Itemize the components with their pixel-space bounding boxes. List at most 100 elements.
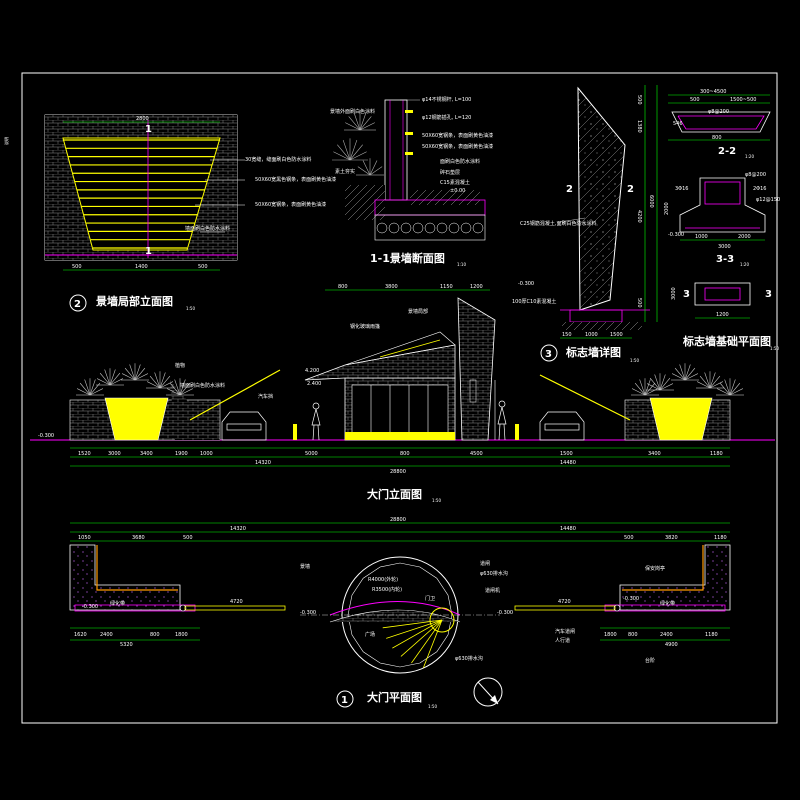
ge-dim-mid: 4500: [470, 451, 483, 457]
ge-note-2: 景墙局部: [408, 308, 428, 315]
plant-leaf: [349, 151, 367, 161]
gp-dim-arm-r: 4720: [558, 599, 571, 605]
plant-leaf: [719, 382, 731, 396]
title-foundation-scale: 1:50: [770, 346, 779, 351]
gate-elevation-view: 800 3800 1150 1200: [30, 284, 775, 503]
ge-note-0: 墙面刷白色防水涂料: [180, 382, 225, 389]
plant-leaf: [159, 372, 166, 389]
plant-leaf: [684, 364, 691, 381]
plant-leaf: [134, 367, 146, 381]
plant-leaf: [699, 375, 711, 389]
plant-leaf: [134, 373, 149, 381]
title-wall-elevation: 景墙局部立面图: [95, 294, 173, 308]
plant-leaf: [159, 381, 174, 389]
plant-leaf: [121, 373, 136, 381]
ge-dim-mid: 1900: [175, 451, 188, 457]
plant-leaf: [79, 382, 91, 396]
sign-note-c25: C25钢筋混凝土,面刷白色防水涂料: [520, 220, 596, 227]
title-sec33-scale: 1:20: [740, 262, 749, 267]
title-sec33: 3-3: [716, 254, 734, 265]
gp-dim-bottom: 1620: [74, 632, 87, 638]
gp-dimtop-2: 1050: [78, 535, 91, 541]
gp-note-10: 景墙: [300, 563, 310, 570]
gp-dimtop-7: 1180: [714, 535, 727, 541]
sec33-rebar-2: 2Φ16: [753, 186, 766, 192]
sec-note-1: φ12钢筋插孔, L=120: [422, 114, 471, 121]
plant-leaf: [345, 122, 361, 131]
plant-leaf: [359, 116, 372, 131]
ge-dimtop-3: 1200: [470, 284, 483, 290]
gp-lower-1: 4900: [665, 642, 678, 648]
plant-leaf: [644, 388, 659, 396]
gp-dim-total: 28800: [390, 517, 406, 523]
gp-note-7: 汽车道闸: [555, 628, 575, 635]
plant-leaf: [109, 372, 121, 386]
title-sign-detail: 标志墙详图: [565, 345, 621, 359]
plant-leaf: [179, 379, 186, 396]
sign-dim-2: 4200: [636, 210, 642, 223]
plant-leaf: [359, 122, 375, 131]
plaza-ray: [411, 619, 443, 664]
plant-leaf: [709, 375, 721, 389]
gp-note-2: R4000(外轮): [368, 576, 398, 583]
ge-dim-mid: 5000: [305, 451, 318, 457]
plant-leaf: [154, 372, 161, 389]
plant-leaf: [659, 374, 666, 391]
gravel-stone: [472, 222, 484, 234]
gp-note-3: R3500(内轮): [372, 586, 402, 593]
gp-dim-bottom: 800: [150, 632, 160, 638]
gp-dim-bottom: 2400: [660, 632, 673, 638]
plant-leaf: [169, 382, 181, 396]
sec-note-7: 碎石垫层: [440, 169, 460, 176]
gp-note-8b: φ630排水沟: [455, 655, 483, 662]
plant-leaf: [362, 160, 371, 176]
plant-leaf: [333, 151, 351, 161]
north-arrow-icon: [473, 677, 503, 707]
sign-dimb-1: 1000: [585, 332, 598, 338]
sign-dimb-2: 1500: [610, 332, 623, 338]
title-wall-section: 1-1景墙断面图: [370, 251, 445, 265]
gp-note-4: 道闸: [480, 560, 490, 567]
gp-note-8: φ630排水沟: [480, 570, 508, 577]
sign-dim-1: 1380: [636, 120, 642, 133]
fp-dim-0: 1200: [716, 312, 729, 318]
sec22-dim-3: 546: [673, 121, 683, 127]
ge-dim-mid: 800: [400, 451, 410, 457]
plant-leaf: [353, 112, 361, 131]
sec33-dim-6: 2000: [664, 202, 670, 215]
ge-total-1: 14480: [560, 460, 576, 466]
gravel-stone: [376, 222, 388, 234]
plant-leaf: [724, 379, 731, 396]
sec22-rebar: φ8@200: [708, 109, 729, 115]
plant-leaf: [179, 388, 194, 396]
gp-center-1: 门卫: [425, 595, 435, 602]
plant-leaf: [349, 144, 363, 161]
ge-dim-mid: 3400: [140, 451, 153, 457]
plant-leaf: [369, 160, 378, 176]
plant-leaf: [671, 373, 686, 381]
sign-dim-0: 500: [636, 95, 642, 105]
dim-top: 2800: [136, 116, 149, 122]
sheet-frame: [21, 72, 778, 724]
plant-leaf: [729, 382, 741, 396]
gp-level-3: -0.300: [623, 596, 639, 602]
title-sec22-scale: 1:20: [745, 154, 754, 159]
sec-level: ±0.00: [450, 188, 465, 194]
ge-total-0: 14320: [255, 460, 271, 466]
fp-marker-left: 3: [683, 289, 690, 300]
ge-dimtop-1: 3800: [385, 284, 398, 290]
ge-dimtop-0: 800: [338, 284, 348, 290]
ge-dim-mid: 3400: [648, 451, 661, 457]
gp-title-num: 1: [341, 695, 348, 706]
title-scale: 1:50: [186, 306, 195, 311]
plant-leaf: [166, 388, 181, 396]
sec33-rebar-3: φ12@150: [756, 197, 780, 203]
plant-leaf: [134, 364, 141, 381]
title-gate-plan: 大门平面图: [367, 690, 422, 704]
sec22-dim-4: 800: [712, 135, 722, 141]
plant-leaf: [104, 369, 111, 386]
plant-leaf: [704, 372, 711, 389]
plant-leaf: [644, 382, 656, 396]
ge-dim-all: 28800: [390, 469, 406, 475]
side-mark: 说明: [3, 137, 9, 145]
